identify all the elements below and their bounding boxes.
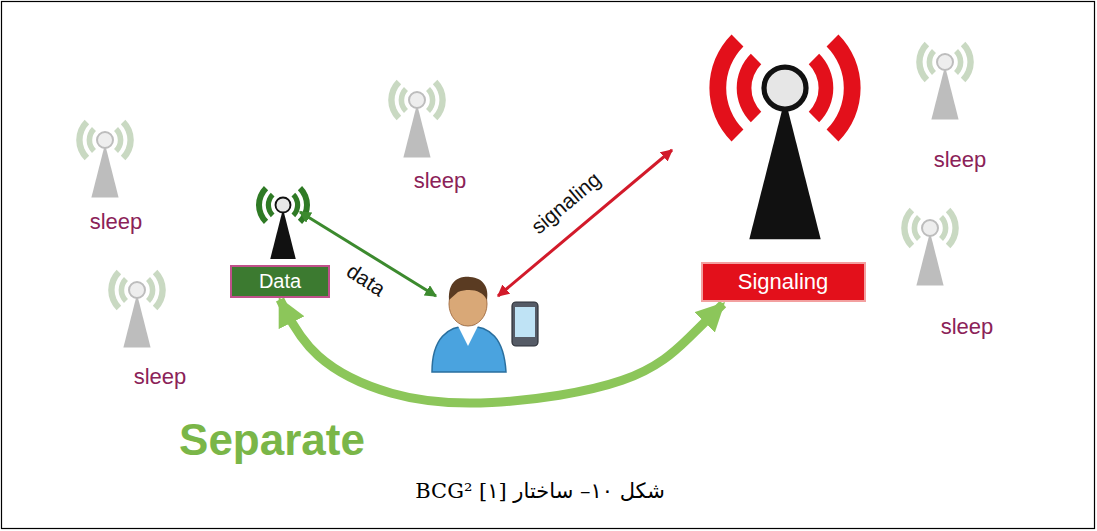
signal-wave bbox=[76, 120, 89, 161]
user-collar bbox=[458, 326, 478, 346]
signal-wave bbox=[119, 277, 128, 303]
link-label: signaling bbox=[527, 167, 606, 239]
signal-wave bbox=[827, 35, 861, 142]
tower-mast bbox=[270, 209, 296, 259]
antenna-head bbox=[922, 220, 938, 236]
sleep-label: sleep bbox=[90, 209, 143, 235]
sleep-label: sleep bbox=[941, 314, 994, 340]
separate-label: Separate bbox=[179, 415, 365, 465]
tower-mast bbox=[123, 294, 150, 348]
user-hair bbox=[449, 277, 487, 300]
signal-wave bbox=[121, 120, 134, 161]
signal-wave bbox=[114, 127, 123, 153]
signal-wave bbox=[954, 49, 963, 75]
signal-wave bbox=[108, 270, 121, 311]
box-label: Signaling bbox=[738, 269, 829, 295]
signal-wave bbox=[388, 80, 401, 121]
signal-wave bbox=[291, 193, 300, 217]
signal-wave bbox=[709, 35, 743, 142]
antenna-head bbox=[937, 54, 953, 70]
signal-wave bbox=[399, 87, 408, 113]
sleep-tower bbox=[76, 120, 134, 198]
signal-wave bbox=[946, 208, 959, 249]
phone-icon bbox=[512, 302, 538, 346]
antenna-head bbox=[764, 67, 806, 109]
sleep-label: sleep bbox=[134, 364, 187, 390]
signal-wave bbox=[433, 80, 446, 121]
signal-wave bbox=[737, 54, 762, 122]
signal-wave bbox=[146, 277, 155, 303]
phone-body bbox=[512, 302, 538, 346]
tower-mast bbox=[916, 232, 943, 286]
signal-wave bbox=[916, 42, 929, 83]
sleep-tower bbox=[108, 270, 166, 348]
signaling-box: Signaling bbox=[701, 262, 866, 302]
tower-mast bbox=[749, 99, 820, 240]
phone-screen bbox=[515, 307, 535, 337]
signal-wave bbox=[901, 208, 914, 249]
data-box: Data bbox=[230, 265, 330, 298]
signal-wave bbox=[153, 270, 166, 311]
data-tower bbox=[256, 186, 310, 259]
sleep-tower bbox=[901, 208, 959, 286]
antenna-head bbox=[129, 282, 145, 298]
tower-mast bbox=[91, 144, 118, 198]
signal-wave bbox=[266, 193, 275, 217]
signal-wave bbox=[939, 215, 948, 241]
signal-wave bbox=[961, 42, 974, 83]
signal-wave bbox=[912, 215, 921, 241]
tower-mast bbox=[931, 66, 958, 120]
tower-mast bbox=[403, 104, 430, 158]
antenna-head bbox=[276, 198, 291, 213]
signaling-link-arrow bbox=[498, 150, 672, 296]
antenna-head bbox=[409, 92, 425, 108]
box-label: Data bbox=[259, 270, 301, 293]
signal-wave bbox=[87, 127, 96, 153]
user-icon bbox=[432, 277, 506, 372]
sleep-tower bbox=[916, 42, 974, 120]
sleep-label: sleep bbox=[934, 147, 987, 173]
signaling-tower bbox=[709, 35, 860, 240]
signal-wave bbox=[426, 87, 435, 113]
figure-caption: شکل ۱۰– ساختار BCG² [۱] bbox=[415, 479, 664, 503]
user-body bbox=[432, 326, 506, 372]
separate-arrow bbox=[280, 300, 723, 404]
link-label: data bbox=[342, 259, 389, 301]
antenna-head bbox=[97, 132, 113, 148]
signal-wave bbox=[809, 54, 834, 122]
sleep-label: sleep bbox=[414, 168, 467, 194]
sleep-tower bbox=[388, 80, 446, 158]
signal-wave bbox=[927, 49, 936, 75]
signal-wave bbox=[256, 186, 268, 224]
